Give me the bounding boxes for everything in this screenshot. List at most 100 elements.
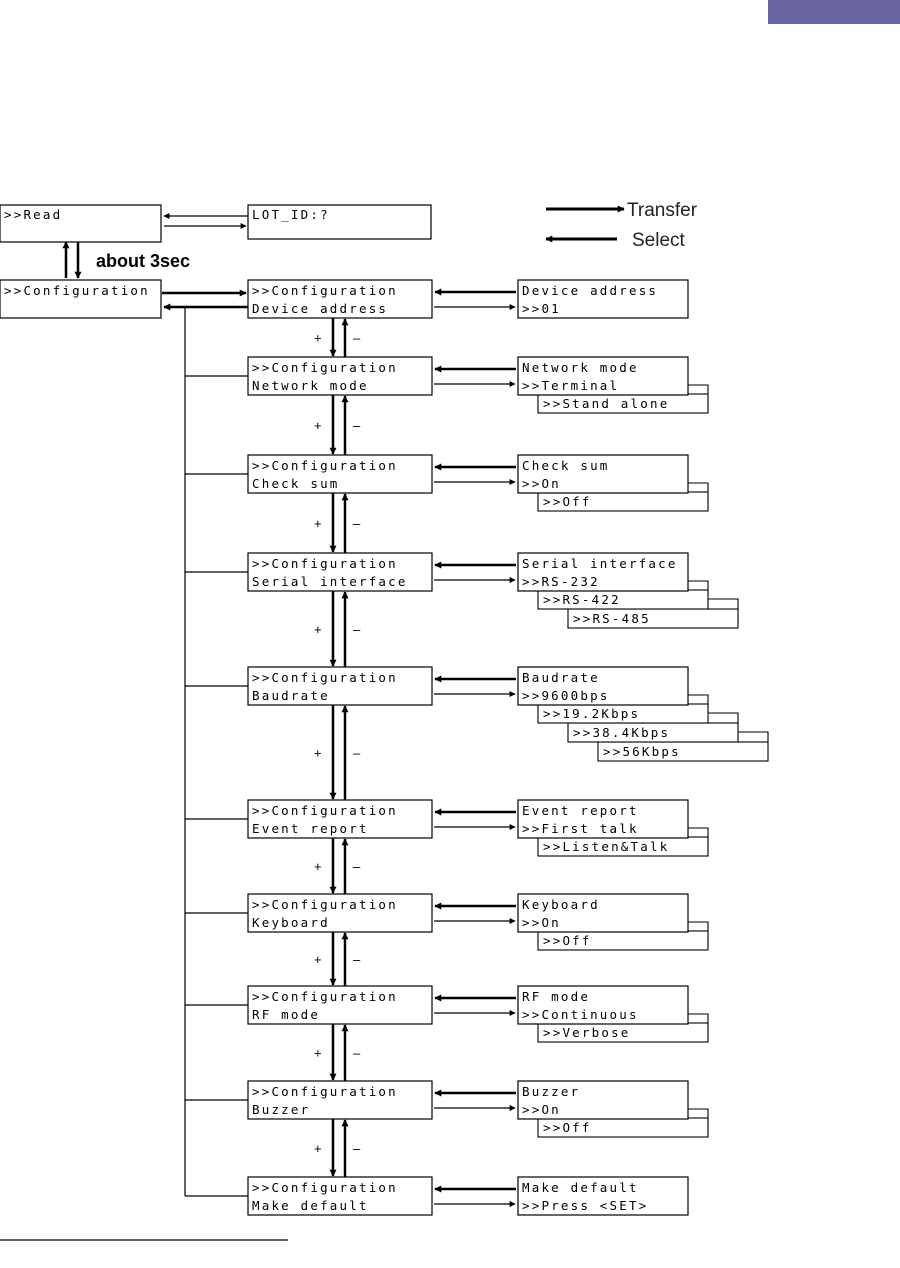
legend: Transfer Select (545, 200, 698, 251)
menu-row-keyboard: >>ConfigurationKeyboard>>OffKeyboard>>On… (185, 893, 709, 986)
legend-transfer: Transfer (627, 200, 698, 221)
plus-sign: + (314, 859, 322, 874)
config-root-box (0, 279, 162, 319)
detail-title: Event report (522, 803, 639, 818)
detail-title: Network mode (522, 360, 639, 375)
lot-id-label: LOT_ID:? (252, 207, 330, 222)
config-title: >>Configuration (252, 1180, 398, 1195)
config-box-rf-mode (247, 985, 433, 1025)
config-item: Network mode (252, 378, 369, 393)
read-menu: >>Read LOT_ID:? about 3sec (0, 204, 432, 279)
detail-box-keyboard (517, 893, 689, 933)
config-item: Serial interface (252, 574, 408, 589)
detail-value: >>On (522, 476, 561, 491)
read-box (0, 204, 162, 243)
detail-title: RF mode (522, 989, 590, 1004)
detail-value: >>Terminal (522, 378, 619, 393)
option-value: >>Off (543, 933, 592, 948)
plus-sign: + (314, 1141, 322, 1156)
header-bar (768, 0, 900, 24)
minus-sign: – (353, 1046, 361, 1061)
detail-box-baudrate (517, 666, 689, 706)
minus-sign: – (353, 1141, 361, 1156)
detail-value: >>Continuous (522, 1007, 639, 1022)
config-box-keyboard (247, 893, 433, 933)
minus-sign: – (353, 952, 361, 967)
detail-value: >>On (522, 1102, 561, 1117)
option-value: >>38.4Kbps (573, 725, 670, 740)
config-title: >>Configuration (252, 1084, 398, 1099)
minus-sign: – (353, 331, 361, 346)
minus-sign: – (353, 622, 361, 637)
detail-title: Baudrate (522, 670, 600, 685)
option-value: >>56Kbps (603, 744, 681, 759)
option-value: >>Off (543, 494, 592, 509)
detail-title: Check sum (522, 458, 610, 473)
config-title: >>Configuration (252, 283, 398, 298)
config-title: >>Configuration (252, 458, 398, 473)
detail-value: >>RS-232 (522, 574, 600, 589)
config-box-event-report (247, 799, 433, 839)
detail-box-buzzer (517, 1080, 689, 1120)
config-item: Buzzer (252, 1102, 310, 1117)
detail-title: Device address (522, 283, 658, 298)
config-item: Event report (252, 821, 369, 836)
detail-title: Serial interface (522, 556, 678, 571)
minus-sign: – (353, 746, 361, 761)
config-item: Baudrate (252, 688, 330, 703)
detail-value: >>Press <SET> (522, 1198, 648, 1213)
detail-box-make-default (517, 1176, 689, 1216)
config-box-baudrate (247, 666, 433, 706)
minus-sign: – (353, 859, 361, 874)
detail-box-check-sum (517, 454, 689, 494)
config-title: >>Configuration (252, 670, 398, 685)
option-value: >>Off (543, 1120, 592, 1135)
config-root: >>Configuration (0, 279, 248, 319)
plus-sign: + (314, 331, 322, 346)
config-box-network-mode (247, 356, 433, 396)
config-box-make-default (247, 1176, 433, 1216)
hold-hint: about 3sec (96, 251, 190, 271)
option-value: >>Stand alone (543, 396, 669, 411)
option-value: >>19.2Kbps (543, 706, 640, 721)
config-root-label: >>Configuration (4, 283, 150, 298)
config-item: Device address (252, 301, 388, 316)
detail-value: >>First talk (522, 821, 639, 836)
detail-title: Keyboard (522, 897, 600, 912)
menu-row-baudrate: >>ConfigurationBaudrate>>56Kbps>>38.4Kbp… (185, 666, 769, 800)
plus-sign: + (314, 746, 322, 761)
plus-sign: + (314, 952, 322, 967)
detail-value: >>On (522, 915, 561, 930)
option-value: >>Verbose (543, 1025, 631, 1040)
config-title: >>Configuration (252, 897, 398, 912)
config-box-check-sum (247, 454, 433, 494)
detail-title: Buzzer (522, 1084, 580, 1099)
plus-sign: + (314, 1046, 322, 1061)
config-item: Make default (252, 1198, 369, 1213)
config-title: >>Configuration (252, 556, 398, 571)
option-value: >>RS-485 (573, 611, 651, 626)
detail-value: >>9600bps (522, 688, 610, 703)
minus-sign: – (353, 418, 361, 433)
detail-box-event-report (517, 799, 689, 839)
detail-value: >>01 (522, 301, 561, 316)
detail-box-network-mode (517, 356, 689, 396)
option-value: >>Listen&Talk (543, 839, 669, 854)
detail-box-rf-mode (517, 985, 689, 1025)
legend-select: Select (632, 230, 686, 251)
read-label: >>Read (4, 207, 62, 222)
plus-sign: + (314, 516, 322, 531)
option-value: >>RS-422 (543, 592, 621, 607)
plus-sign: + (314, 418, 322, 433)
plus-sign: + (314, 622, 322, 637)
config-item: Keyboard (252, 915, 330, 930)
